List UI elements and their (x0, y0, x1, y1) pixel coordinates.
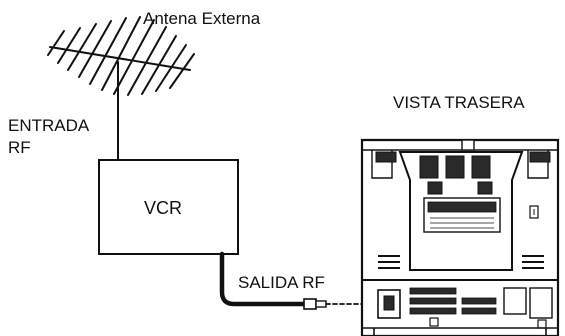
antenna-label: Antena Externa (143, 9, 261, 28)
rear-view-label: VISTA TRASERA (393, 93, 525, 112)
rf-output-label: SALIDA RF (238, 273, 325, 292)
vcr-box (98, 159, 239, 255)
rf-input-label-line2: RF (8, 138, 31, 157)
outdoor-antenna-icon (47, 16, 195, 161)
tv-rear-view (360, 138, 560, 336)
rf-input-label-line1: ENTRADA (8, 116, 90, 135)
vcr-label: VCR (144, 198, 182, 218)
